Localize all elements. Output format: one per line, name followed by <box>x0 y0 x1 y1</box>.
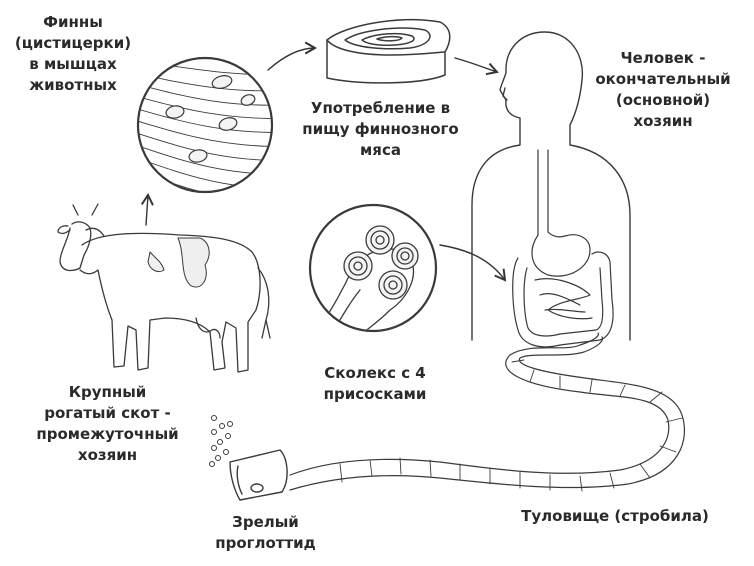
digestive-tract-icon <box>512 149 614 348</box>
label-cattle-line: хозяин <box>77 446 138 464</box>
eggs-icon <box>209 415 233 467</box>
label-eating-line: пищу финнозного <box>302 120 459 138</box>
label-human-line: окончательный <box>595 70 731 88</box>
tapeworm-body-icon <box>289 332 686 492</box>
label-finns-line: Финны <box>43 13 103 31</box>
scolex-icon <box>308 203 438 333</box>
label-human: Человек - окончательный (основной) хозяи… <box>588 48 738 132</box>
label-proglottid-line: Зрелый <box>232 513 299 531</box>
label-finns-line: (цистицерки) <box>14 34 132 52</box>
label-eating-line: Употребление в <box>310 99 451 117</box>
human-silhouette-icon <box>471 31 631 341</box>
label-finns: Финны (цистицерки) в мышцах животных <box>8 12 138 96</box>
label-eating: Употребление в пищу финнозного мяса <box>293 98 468 161</box>
proglottid-icon <box>229 449 288 501</box>
label-cattle-line: промежуточный <box>36 425 179 443</box>
meat-piece-icon <box>326 19 451 84</box>
label-finns-line: животных <box>29 76 117 94</box>
label-strobila: Туловище (стробила) <box>510 506 720 527</box>
label-strobila-line: Туловище (стробила) <box>521 507 709 525</box>
muscle-cysts-icon <box>136 56 274 194</box>
label-finns-line: в мышцах <box>29 55 117 73</box>
label-human-line: (основной) <box>615 91 711 109</box>
label-cattle-line: Крупный <box>68 383 147 401</box>
cow-icon <box>57 203 271 373</box>
label-scolex: Сколекс с 4 присосками <box>305 363 445 405</box>
label-proglottid-line: проглоттид <box>215 534 316 552</box>
label-scolex-line: Сколекс с 4 <box>324 364 426 382</box>
label-human-line: Человек - <box>620 49 706 67</box>
label-human-line: хозяин <box>633 112 693 130</box>
label-scolex-line: присосками <box>323 385 427 403</box>
label-proglottid: Зрелый проглоттид <box>198 512 333 554</box>
label-cattle-line: рогатый скот - <box>44 404 171 422</box>
label-eating-line: мяса <box>360 141 401 159</box>
label-cattle: Крупный рогатый скот - промежуточный хоз… <box>20 382 195 466</box>
cycle-arrows <box>140 41 507 282</box>
